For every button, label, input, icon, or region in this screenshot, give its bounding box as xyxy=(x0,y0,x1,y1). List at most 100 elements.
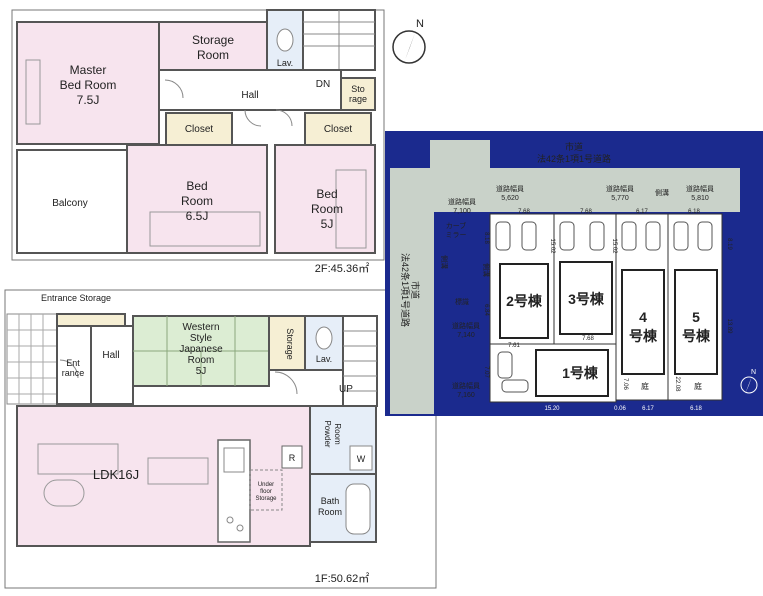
dim-1: 7.68 xyxy=(518,209,530,215)
road-left-label-1: 市道 xyxy=(410,281,421,299)
bed2-label-2: Room xyxy=(181,194,213,208)
dim-6: 15.02 xyxy=(549,238,555,254)
jp-label-4: Room xyxy=(188,355,215,366)
site-north-label: N xyxy=(751,369,756,376)
closet-1-label: Closet xyxy=(185,124,214,135)
building-5 xyxy=(674,269,718,375)
door-arc-bed2 xyxy=(244,109,262,127)
door-arc-bed3 xyxy=(275,109,293,127)
balcony xyxy=(16,149,128,254)
entrance-storage-label: Entrance Storage xyxy=(41,293,111,303)
side-ditch-3: 側溝 xyxy=(655,188,669,197)
dim-19: 6.18 xyxy=(690,406,702,412)
ldk xyxy=(16,405,311,547)
bed-5j-furniture xyxy=(335,169,367,249)
bed3-label-2: Room xyxy=(311,202,343,216)
road-left-label-2: 法42条1項1号道路 xyxy=(400,253,411,327)
jp-label-3: Japanese xyxy=(179,344,223,355)
powder-label-1: Powder xyxy=(323,420,332,447)
lav-1f-label: Lav. xyxy=(316,354,332,364)
north-arrow-top: N xyxy=(392,18,426,64)
master-label-2: Bed Room xyxy=(60,78,117,92)
width-5-label: 道路幅員 xyxy=(452,321,480,330)
dim-3: 6.17 xyxy=(636,209,648,215)
hall-1f xyxy=(90,325,134,405)
lavatory-1f xyxy=(304,315,344,371)
site-plan: 市道 法42条1項1号道路 市道 法42条1項1号道路 道路幅員 5,620 道… xyxy=(385,131,763,416)
dim-5: 8.18 xyxy=(483,232,489,244)
storage-room-label-1: Storage xyxy=(192,33,234,47)
road-top-label-2: 法42条1項1号道路 xyxy=(537,153,611,164)
entrance-tiles xyxy=(6,313,58,405)
pole-label: 標識 xyxy=(455,297,469,306)
stove-burner-1-icon xyxy=(226,516,234,524)
jp-label-1: Western xyxy=(182,322,219,333)
bathtub xyxy=(345,483,371,535)
width-4-label: 道路幅員 xyxy=(448,197,476,206)
width-2-label: 道路幅員 xyxy=(606,184,634,193)
dim-14: 7.06 xyxy=(622,378,628,390)
width-4-value: 7,100 xyxy=(453,208,471,215)
floor2-area: 2F:45.36㎡ xyxy=(315,262,369,275)
dim-9: 6.84 xyxy=(483,304,489,316)
stairs-2f-steps xyxy=(303,10,375,70)
underfloor-label-1: Under xyxy=(258,482,274,488)
road-top-stub xyxy=(430,140,490,168)
bed2-label-1: Bed xyxy=(186,179,207,193)
site-north-needle-icon xyxy=(745,376,752,394)
master-label-3: 7.5J xyxy=(77,93,100,107)
dim-2: 7.68 xyxy=(580,209,592,215)
sto-label-2: rage xyxy=(349,94,367,104)
width-3-label: 道路幅員 xyxy=(686,184,714,193)
powder-label-2: Room xyxy=(333,423,342,445)
building-1 xyxy=(535,349,609,397)
side-ditch-1: 側溝 xyxy=(440,255,449,269)
underfloor-label-2: floor xyxy=(260,489,272,495)
stairs-1f-steps xyxy=(343,330,377,392)
dim-11: 7.68 xyxy=(582,336,594,342)
small-storage-2f xyxy=(340,77,376,111)
side-ditch-2: 側溝 xyxy=(482,263,491,277)
door-arc-entrance xyxy=(59,359,79,379)
width-6-value: 7,160 xyxy=(457,392,475,399)
master-bedroom xyxy=(16,21,160,145)
road-area xyxy=(390,140,740,414)
storage-room-label-2: Room xyxy=(197,48,229,62)
house-5-label-1: 5 xyxy=(692,309,700,325)
floor1-area: 1F:50.62㎡ xyxy=(315,572,369,585)
entrance-label-2: rance xyxy=(62,368,85,378)
curve-mirror-label-1: カーブ xyxy=(446,221,467,230)
tatami-lines xyxy=(133,316,269,386)
dim-4: 6.18 xyxy=(688,209,700,215)
coffee-table xyxy=(43,479,85,507)
curve-mirror-label-2: ミラー xyxy=(446,231,467,239)
width-1-label: 道路幅員 xyxy=(496,184,524,193)
toilet-1f-icon xyxy=(315,326,333,350)
jp-label-2: Style xyxy=(190,333,213,344)
site-north-compass-icon xyxy=(740,376,758,394)
underfloor-storage xyxy=(249,469,283,511)
dining-table xyxy=(147,457,209,485)
dim-7: 15.02 xyxy=(611,238,617,254)
dim-18: 6.17 xyxy=(642,406,654,412)
garden-2-label: 庭 xyxy=(694,381,702,391)
width-3-value: 5,810 xyxy=(691,195,709,202)
refrigerator-label: R xyxy=(289,453,296,463)
house-4-label-1: 4 xyxy=(639,309,647,325)
bed3-label-3: 5J xyxy=(321,217,334,231)
bed3-label-1: Bed xyxy=(316,187,337,201)
bed2-label-3: 6.5J xyxy=(186,209,209,223)
door-arc-ldk xyxy=(274,371,298,395)
ldk-label: LDK16J xyxy=(93,467,139,482)
house-2-label: 2号棟 xyxy=(506,293,543,309)
refrigerator xyxy=(281,445,303,469)
closet-1 xyxy=(165,112,233,146)
north-top-label: N xyxy=(416,18,424,30)
washer-label: W xyxy=(357,454,366,464)
underfloor-label-3: Storage xyxy=(255,496,277,502)
entrance xyxy=(56,325,92,405)
kitchen-sink xyxy=(223,447,245,473)
building-3 xyxy=(559,261,613,335)
